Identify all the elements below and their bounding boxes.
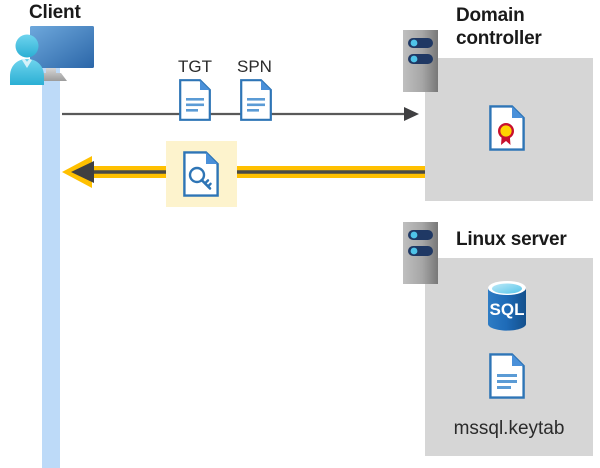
domain-controller-title: Domain controller	[456, 4, 596, 50]
linux-server-rack-icon	[403, 222, 438, 284]
client-workstation-icon	[8, 24, 96, 86]
response-arrow-head-outline	[62, 156, 92, 188]
client-lifeline	[42, 62, 60, 468]
request-arrow-head	[404, 107, 419, 121]
spn-document-icon	[240, 79, 272, 121]
key-document-icon	[183, 151, 219, 197]
sql-database-icon: SQL	[484, 279, 530, 333]
client-title: Client	[29, 2, 81, 23]
tgt-document-icon	[179, 79, 211, 121]
tgt-label: TGT	[178, 57, 212, 76]
domain-controller-title-line2: controller	[456, 28, 542, 49]
response-arrow-head	[71, 161, 94, 183]
certificate-document-icon	[489, 105, 525, 151]
domain-controller-title-line1: Domain	[456, 5, 525, 26]
keytab-file-label: mssql.keytab	[453, 418, 565, 439]
linux-server-title: Linux server	[456, 229, 567, 250]
keytab-document-icon	[489, 353, 525, 399]
spn-label: SPN	[237, 57, 272, 76]
svg-text:SQL: SQL	[490, 300, 525, 319]
domain-controller-server-rack-icon	[403, 30, 438, 92]
